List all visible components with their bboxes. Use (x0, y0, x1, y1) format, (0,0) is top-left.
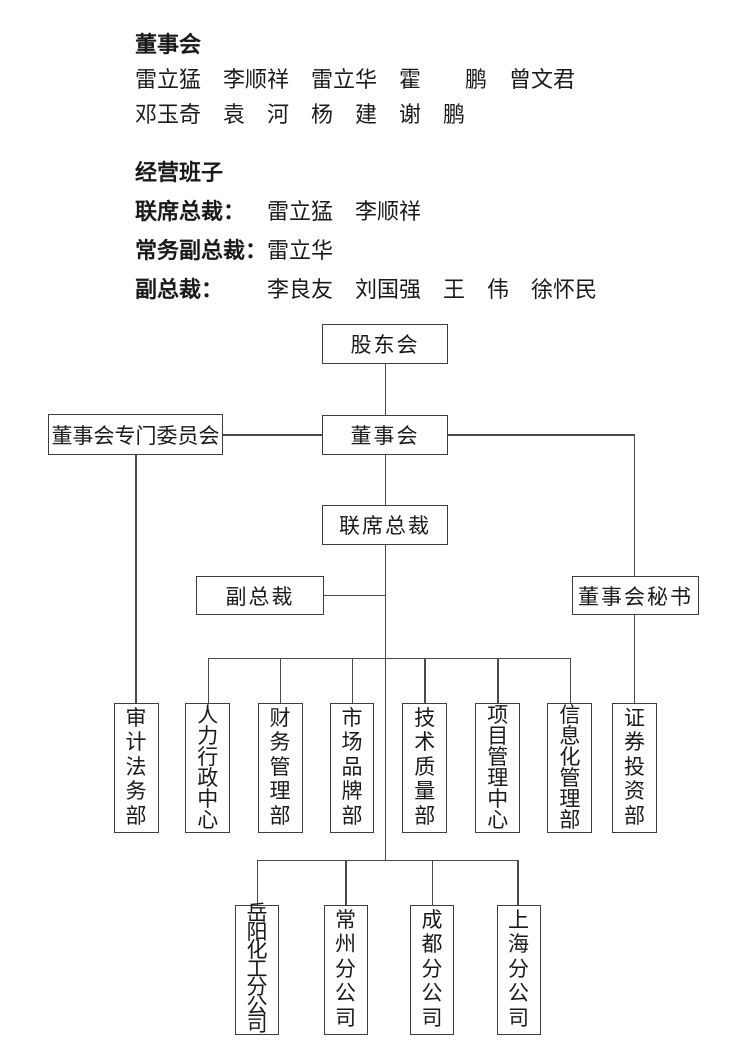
management-row: 副总裁： 李良友 刘国强 王 伟 徐怀民 (135, 270, 695, 309)
board-heading: 董事会 (135, 32, 202, 57)
org-box-branch-changzhou: 常州分公司 (323, 905, 368, 1035)
connector-drop-dept (424, 658, 426, 703)
connector-drop-branch (256, 860, 258, 905)
connector-departments-bus (207, 657, 571, 659)
management-row-label: 联席总裁： (135, 199, 246, 224)
management-row-label: 常务副总裁： (135, 238, 268, 263)
management-block: 经营班子 联席总裁： 雷立猛 李顺祥 常务副总裁：雷立华 副总裁： 李良友 刘国强 … (135, 153, 695, 309)
board-members-line1: 雷立猛 李顺祥 雷立华 霍 鹏 曾文君 (135, 67, 576, 92)
management-row: 常务副总裁：雷立华 (135, 231, 695, 270)
org-box-dept-finance: 财务管理部 (257, 703, 303, 833)
connector-central-trunk (384, 545, 386, 860)
org-box-vice-presidents: 副总裁 (196, 576, 324, 615)
org-box-dept-market-brand: 市场品牌部 (330, 703, 374, 833)
org-box-branch-shanghai: 上海分公司 (496, 905, 541, 1035)
connector-board-copresidents (384, 455, 386, 505)
connector-drop-dept (569, 658, 571, 703)
management-row-value: 雷立猛 李顺祥 (267, 199, 422, 224)
connector-drop-dept (497, 658, 499, 703)
org-box-co-presidents: 联席总裁 (322, 505, 448, 545)
connector-branches-bus (256, 859, 519, 861)
management-row-label: 副总裁： (135, 277, 224, 302)
org-box-board-special-committee: 董事会专门委员会 (48, 414, 223, 455)
intro-text-block: 董事会 雷立猛 李顺祥 雷立华 霍 鹏 曾文君 邓玉奇 袁 河 杨 建 谢 鹏 … (135, 27, 695, 309)
connector-drop-dept (207, 658, 209, 703)
connector-board-secretary-securities (633, 434, 636, 703)
connector-drop-branch (431, 860, 433, 905)
org-box-dept-securities-investment: 证券投资部 (612, 703, 657, 833)
connector-vicepresident-trunk (324, 594, 385, 596)
org-box-board-of-directors: 董事会 (322, 415, 448, 455)
connector-shareholders-board (384, 364, 386, 415)
org-box-dept-tech-quality: 技术质量部 (402, 703, 448, 833)
org-box-dept-hr-admin: 人力行政中心 (185, 703, 231, 833)
management-row: 联席总裁： 雷立猛 李顺祥 (135, 192, 695, 231)
org-box-dept-audit-legal: 审计法务部 (113, 703, 159, 833)
board-members-line2: 邓玉奇 袁 河 杨 建 谢 鹏 (135, 102, 466, 127)
connector-committee-board (223, 434, 322, 436)
org-box-branch-chengdu: 成都分公司 (410, 905, 454, 1035)
org-box-branch-yueyang-chemical: 岳阳化工分公司 (235, 903, 279, 1035)
connector-drop-branch (345, 860, 347, 905)
management-heading: 经营班子 (135, 160, 224, 185)
org-box-dept-information-mgmt: 信息化管理部 (547, 703, 593, 833)
management-row-value: 李良友 刘国强 王 伟 徐怀民 (267, 277, 598, 302)
connector-committee-audit (135, 455, 137, 703)
connector-drop-dept (279, 658, 281, 703)
org-box-board-secretary: 董事会秘书 (572, 576, 699, 615)
org-box-shareholders-meeting: 股东会 (322, 324, 448, 364)
connector-drop-branch (517, 860, 519, 905)
org-box-dept-project-mgmt: 项目管理中心 (475, 703, 521, 833)
connector-board-right (448, 434, 635, 436)
connector-drop-dept (351, 658, 354, 703)
management-row-value: 雷立华 (267, 238, 334, 263)
